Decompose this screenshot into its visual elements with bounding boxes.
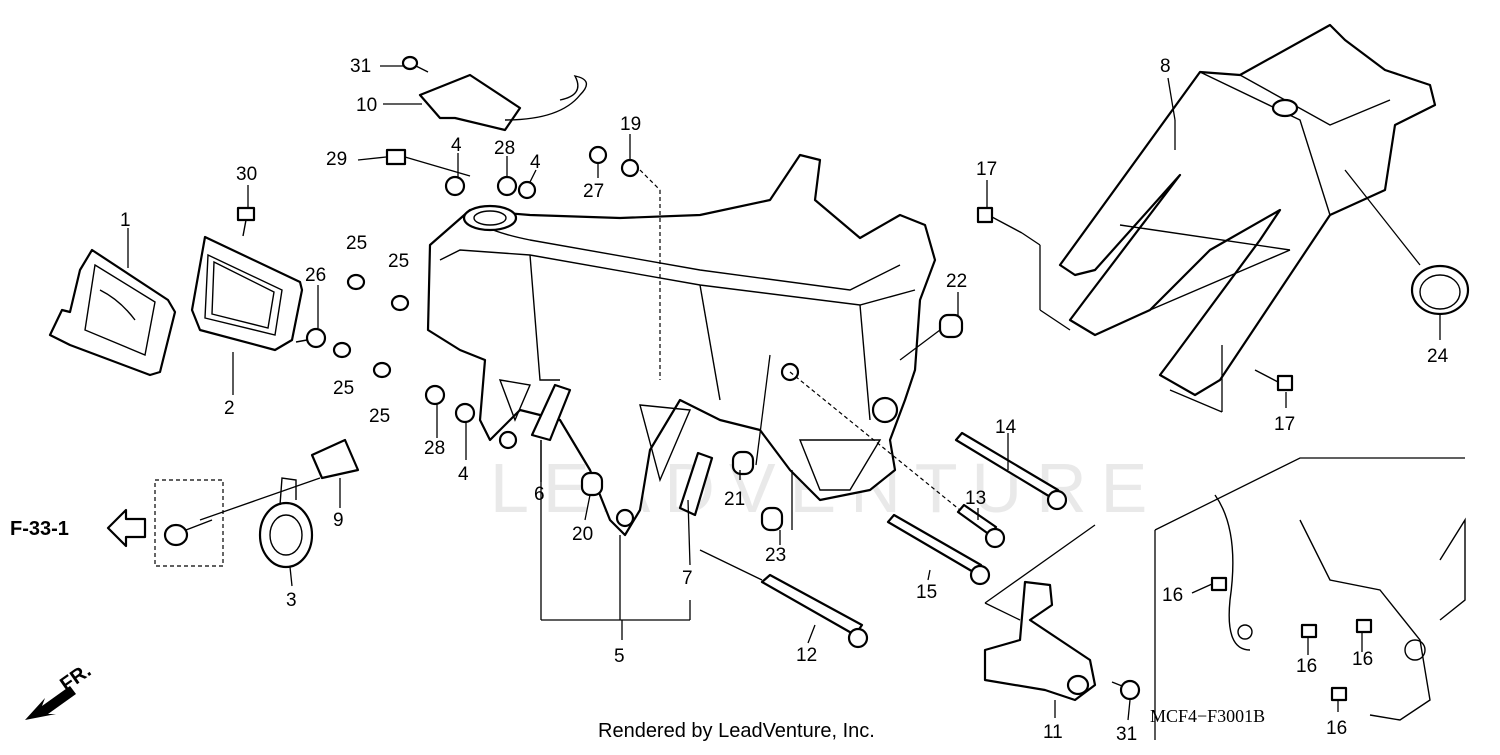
bolt-part-30 [236,206,256,237]
callout-4b: 4 [530,152,541,173]
grommets-part-25 [332,273,410,379]
callout-17b: 17 [1274,414,1295,435]
callout-12: 12 [796,645,817,666]
callout-13: 13 [965,488,986,509]
callout-28b: 28 [424,438,445,459]
cross-reference-arrow[interactable]: F-33-1 [10,508,147,548]
bracket-part-10 [418,73,588,132]
diagram-code: MCF4−F3001B [1150,706,1265,726]
callout-16b: 16 [1296,656,1317,677]
clamp-part-24 [1410,264,1470,316]
callout-24: 24 [1427,346,1449,367]
callout-27: 27 [583,181,604,202]
callout-21: 21 [724,489,745,510]
callout-25b: 25 [388,251,409,272]
callout-31a: 31 [350,56,371,77]
callout-19: 19 [620,114,641,135]
cover-part-2 [190,235,304,352]
callout-25c: 25 [333,378,354,399]
callout-16d: 16 [1326,718,1347,739]
front-indicator-label: FR. [56,660,95,697]
footer-credit: Rendered by LeadVenture, Inc. [598,720,875,742]
callout-25a: 25 [346,233,367,254]
long-bolts [760,431,1068,649]
bolt-part-26 [295,327,327,349]
bracket-part-11 [983,580,1097,702]
callout-25d: 25 [369,406,390,427]
cover-part-1 [48,248,177,377]
callout-8: 8 [1160,56,1171,77]
collars [580,313,964,532]
callout-4c: 4 [458,464,469,485]
callout-16a: 16 [1162,585,1183,606]
plate-part-7 [678,451,714,517]
callout-4a: 4 [451,135,462,156]
callout-9: 9 [333,510,344,531]
leader-lines [127,65,1441,721]
bolt-part-31-top [401,55,429,73]
callout-17a: 17 [976,159,997,180]
inset-panel [1154,457,1466,740]
subframe-part-8 [1058,23,1437,397]
callout-16c: 16 [1352,649,1373,670]
callout-23: 23 [765,545,786,566]
callout-3: 3 [286,590,297,611]
callout-28a: 28 [494,138,515,159]
cross-reference-label: F-33-1 [10,518,69,540]
plate-part-6 [530,383,572,442]
bracket-part-9 [310,438,360,480]
callout-20: 20 [572,524,593,545]
callout-29: 29 [326,149,347,170]
callout-10: 10 [356,95,377,116]
callout-6: 6 [534,484,545,505]
callout-numbers: 1 2 3 4 4 4 5 6 7 8 9 10 11 12 13 14 15 … [120,56,1449,745]
bolt-part-29 [385,148,471,177]
callout-1: 1 [120,210,131,231]
callout-30: 30 [236,164,257,185]
bolts-part-17 [976,206,1294,392]
front-arrow-icon: FR. [25,660,95,720]
horn-part-3 [258,477,314,569]
callout-14: 14 [995,417,1017,438]
callout-26: 26 [305,265,326,286]
bolt-horn [154,477,321,567]
callout-2: 2 [224,398,235,419]
callout-31b: 31 [1116,724,1137,745]
main-frame [426,153,937,537]
bolt-part-31-bottom [1111,679,1141,701]
callout-15: 15 [916,582,937,603]
callout-22: 22 [946,271,967,292]
callout-5: 5 [614,646,625,667]
callout-11: 11 [1043,722,1063,743]
callout-7: 7 [682,568,693,589]
